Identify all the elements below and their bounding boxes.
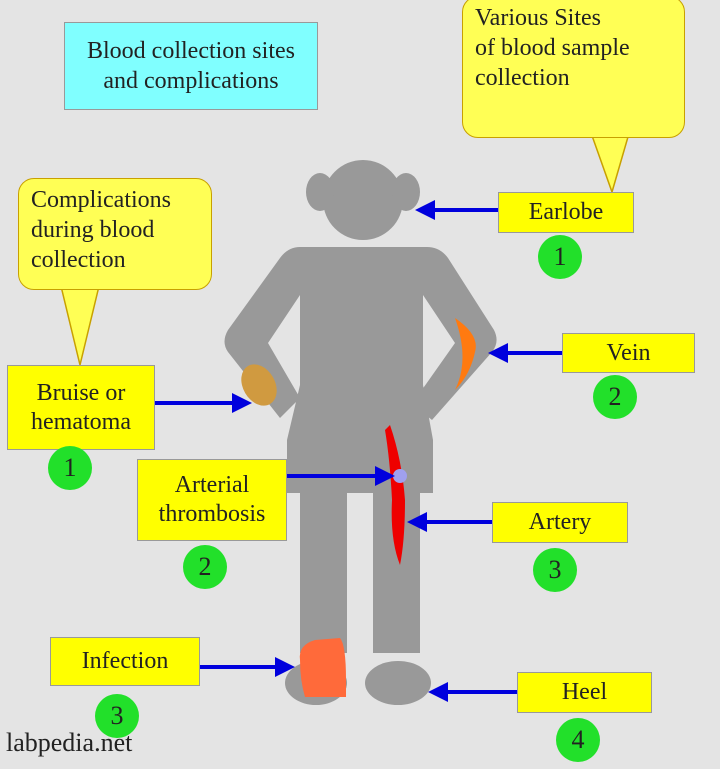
complication-label-bruise: Bruise or hematoma [7,365,155,450]
sites-callout: Various Sites of blood sample collection [462,0,685,138]
site-number-badge: 1 [538,235,582,279]
complication-number-badge: 2 [183,545,227,589]
vein-mark [455,318,476,390]
bruise-mark [241,364,277,406]
site-number-badge: 2 [593,375,637,419]
infection-mark [299,638,346,697]
site-label-vein: Vein [562,333,695,373]
complications-callout-tail [59,281,101,366]
sites-callout-tail [588,129,631,195]
site-label-heel: Heel [517,672,652,713]
site-number-badge: 3 [533,548,577,592]
thrombosis-mark [393,469,407,483]
artery-mark [385,425,405,565]
complications-callout: Complications during blood collection [18,178,212,290]
arrows [155,200,562,702]
figure-silhouette [224,160,497,705]
source-credit: labpedia.net [6,728,133,757]
diagram-title: Blood collection sites and complications [64,22,318,110]
site-label-artery: Artery [492,502,628,543]
complication-number-badge: 1 [48,446,92,490]
site-label-earlobe: Earlobe [498,192,634,233]
complication-label-infection: Infection [50,637,200,686]
site-number-badge: 4 [556,718,600,762]
complication-number-badge: 3 [95,694,139,738]
complication-label-thrombosis: Arterial thrombosis [137,459,287,541]
